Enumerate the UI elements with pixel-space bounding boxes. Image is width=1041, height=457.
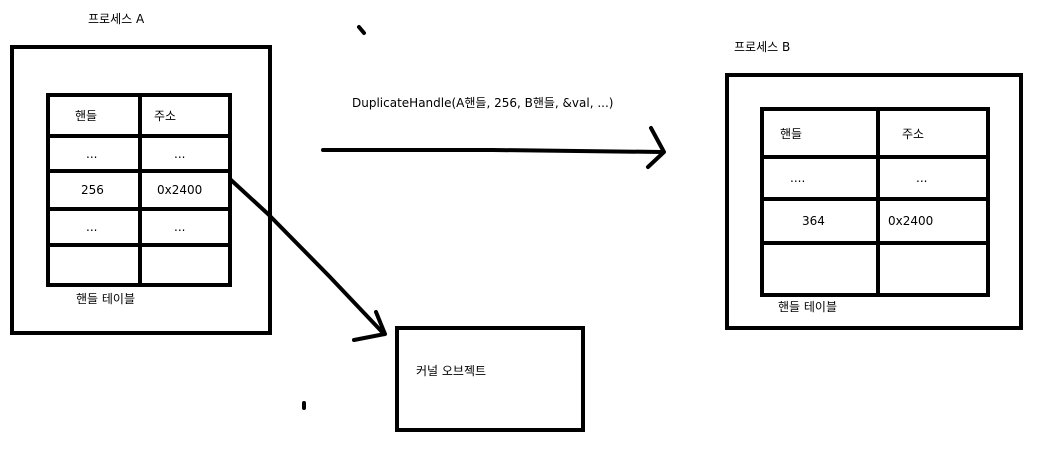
row-3-address: ... [174,220,186,234]
row-1-address: ... [916,171,928,185]
header-address: 주소 [902,126,925,141]
pointer-arrow [229,178,386,336]
row-2-handle: 256 [81,183,104,197]
stray-mark-top [357,25,366,35]
row-1-address: ... [174,146,186,161]
row-1-handle: .... [790,171,806,185]
table-row: 256 0x2400 [46,169,232,211]
row-2-address: 0x2400 [888,214,934,228]
row-3-handle: ... [86,220,98,234]
table-row: ... ... [46,134,232,173]
table-row [46,243,232,287]
kernel-object-box [395,326,585,432]
row-1-handle: ... [86,146,98,161]
process-b-handle-table: 핸들 주소 .... ... 364 0x2400 [760,107,990,297]
pointer-arrow-head [352,310,387,342]
row-2-address: 0x2400 [157,183,203,197]
table-header-row: 핸들 주소 [46,93,232,138]
duplicate-arrow-head [646,126,666,169]
header-handle: 핸들 [75,109,98,123]
kernel-object-label: 커널 오브젝트 [416,364,487,378]
table-row [760,241,990,297]
process-b-table-caption: 핸들 테이블 [778,300,838,314]
duplicate-arrow [321,148,664,154]
process-a-handle-table: 핸들 주소 ... ... 256 0x2400 ... ... [46,93,232,287]
process-b-box [725,73,1023,330]
row-2-handle: 364 [802,214,825,228]
process-a-title: 프로세스 A [88,12,145,26]
table-row: .... ... [760,155,990,201]
header-handle: 핸들 [780,126,803,141]
table-row: ... ... [46,207,232,247]
process-a-table-caption: 핸들 테이블 [76,292,136,306]
table-header-row: 핸들 주소 [760,107,990,159]
table-row: 364 0x2400 [760,197,990,245]
header-address: 주소 [154,109,177,123]
duplicate-handle-call-label: DuplicateHandle(A핸들, 256, B핸들, &val, ...… [352,96,614,110]
process-b-title: 프로세스 B [734,40,791,54]
process-a-box [10,45,272,335]
